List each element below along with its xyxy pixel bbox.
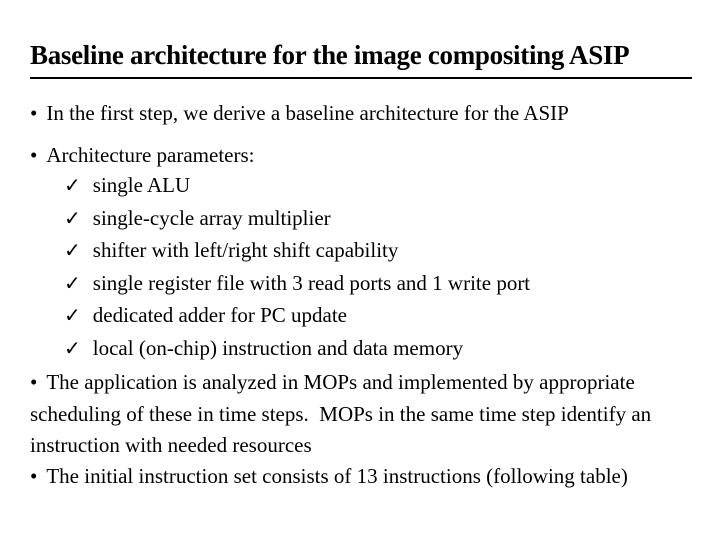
bullet-instruction-set: • The initial instruction set consists of… — [30, 464, 628, 489]
bullet-intro: • In the first step, we derive a baseline… — [30, 101, 569, 126]
bullet-analysis-paragraph: • The application is analyzed in MOPs and… — [30, 367, 651, 462]
bullet-icon: • — [30, 370, 38, 394]
bullet-params-text: Architecture parameters: — [46, 143, 255, 167]
title-underline-rule — [30, 77, 692, 79]
architecture-parameters-list: ✓ single ALU ✓ single-cycle array multipli… — [64, 170, 530, 365]
checkmark-icon: ✓ — [64, 175, 81, 197]
list-item-text: local (on-chip) instruction and data mem… — [92, 335, 464, 360]
bullet-intro-text: In the first step, we derive a baseline … — [46, 101, 569, 125]
bullet-icon: • — [30, 464, 38, 488]
paragraph-line: instruction with needed resources — [30, 433, 312, 457]
checkmark-icon: ✓ — [64, 272, 81, 295]
slide-title: Baseline architecture for the image comp… — [30, 40, 630, 70]
list-item-text: single ALU — [92, 173, 191, 197]
list-item: ✓ local (on-chip) instruction and data me… — [64, 333, 530, 366]
bullet-instruction-set-text: The initial instruction set consists of … — [46, 464, 628, 488]
list-item: ✓ dedicated adder for PC update — [64, 300, 530, 333]
list-item-text: single register file with 3 read ports a… — [92, 270, 531, 295]
list-item: ✓ shifter with left/right shift capabilit… — [64, 235, 530, 268]
paragraph-line: • The application is analyzed in MOPs and… — [30, 367, 651, 399]
bullet-icon: • — [30, 101, 38, 125]
checkmark-icon: ✓ — [64, 240, 81, 262]
list-item: ✓ single-cycle array multiplier — [64, 203, 530, 236]
bullet-icon: • — [30, 143, 38, 167]
checkmark-icon: ✓ — [64, 207, 81, 230]
paragraph-line: scheduling of these in time steps. MOPs … — [30, 401, 652, 426]
checkmark-icon: ✓ — [64, 305, 81, 327]
bullet-params-heading: • Architecture parameters: — [30, 143, 255, 168]
list-item: ✓ single register file with 3 read ports … — [64, 268, 530, 301]
list-item: ✓ single ALU — [64, 170, 530, 203]
checkmark-icon: ✓ — [64, 337, 81, 360]
list-item-text: shifter with left/right shift capability — [92, 238, 399, 262]
list-item-text: dedicated adder for PC update — [92, 303, 348, 327]
list-item-text: single-cycle array multiplier — [92, 205, 331, 230]
paragraph-line-text: The application is analyzed in MOPs and … — [46, 370, 635, 394]
